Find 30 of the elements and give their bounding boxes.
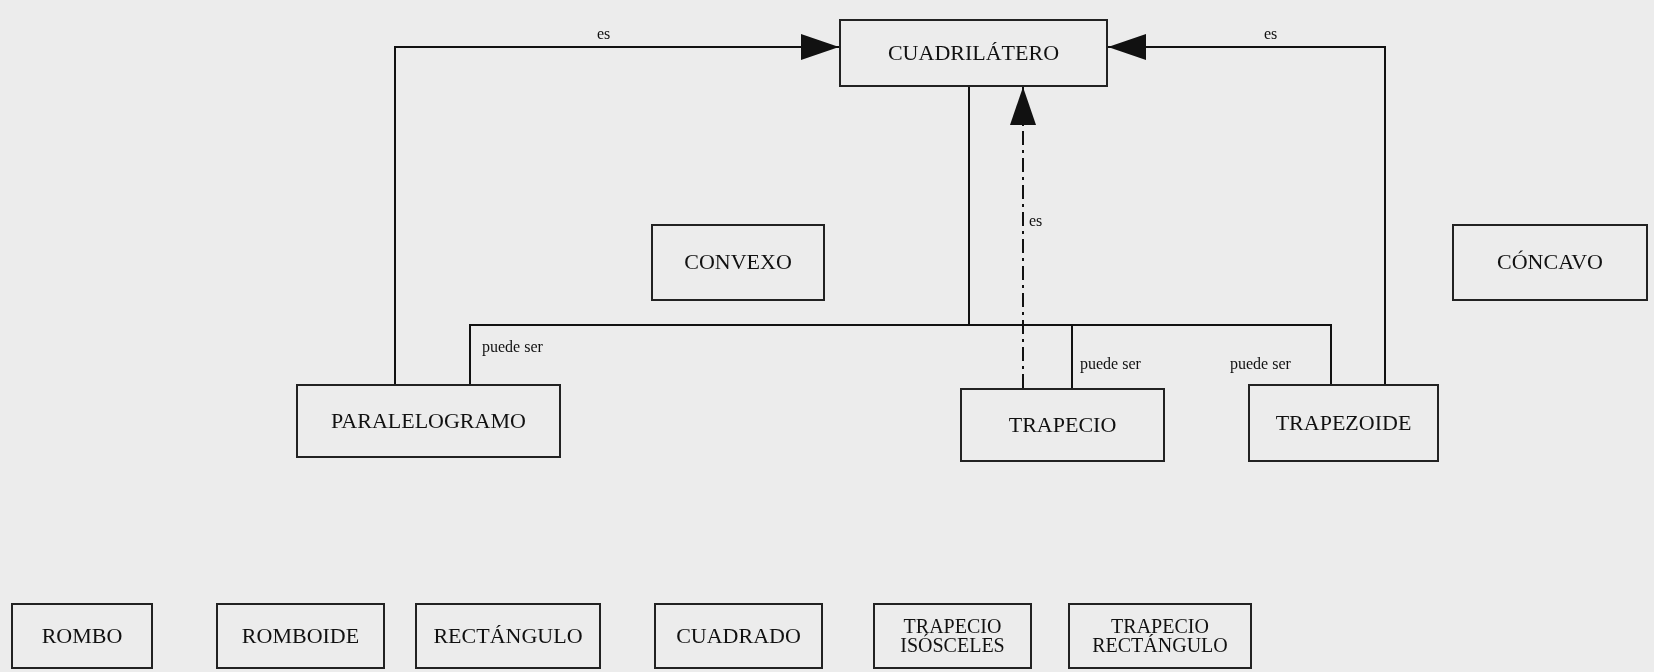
concept-box [1248, 384, 1439, 462]
concept-box [1452, 224, 1648, 301]
concept-label: TRAPEZOIDE [1275, 410, 1412, 436]
concept-label: TRAPECIO [1008, 412, 1117, 438]
concept-box [11, 603, 153, 669]
concept-label: TRAPECIO RECTÁNGULO [1091, 617, 1229, 655]
concept-label: RECTÁNGULO [433, 623, 583, 649]
connector-arrow [1010, 86, 1036, 389]
concept-label: CÓNCAVO [1497, 250, 1603, 275]
concept-box [296, 384, 561, 458]
concept-label: CUADRADO [676, 623, 801, 649]
concept-box [415, 603, 601, 669]
concept-label: TRAPECIO ISÓSCELES [899, 617, 1006, 655]
concept-box [873, 603, 1032, 669]
concept-box [651, 224, 825, 301]
concept-label: CUADRILÁTERO [887, 40, 1060, 66]
edge-label: puede ser [1228, 355, 1293, 373]
concept-box [216, 603, 385, 669]
edge-label: puede ser [480, 338, 545, 356]
concept-label: ROMBOIDE [241, 623, 360, 649]
concept-label: ROMBO [41, 623, 123, 649]
concept-label: CONVEXO [684, 250, 792, 275]
concept-box [960, 388, 1165, 462]
concept-box [839, 19, 1108, 87]
concept-box [1068, 603, 1252, 669]
connector-arrow [1107, 34, 1386, 385]
edge-label: puede ser [1078, 355, 1143, 373]
connector-arrow [394, 34, 840, 385]
concept-label: PARALELOGRAMO [331, 408, 526, 434]
concept-box [654, 603, 823, 669]
